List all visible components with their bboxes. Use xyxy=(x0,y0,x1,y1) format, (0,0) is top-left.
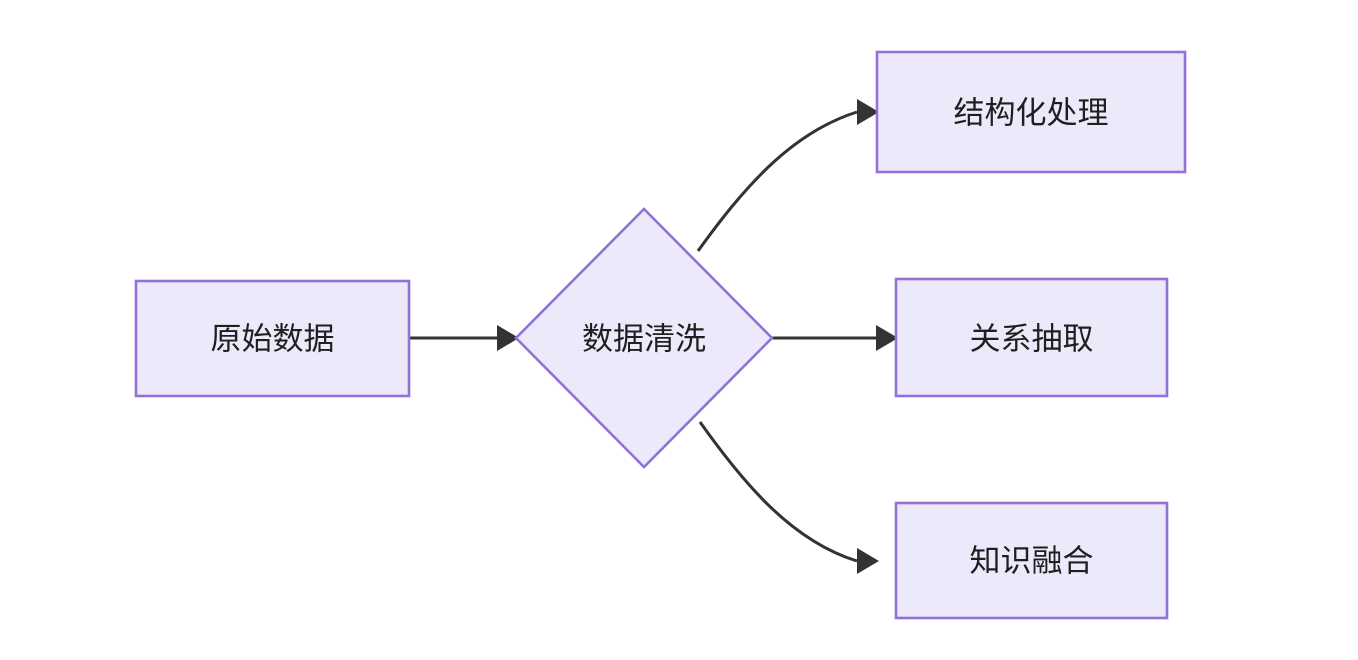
edge-data-cleaning-to-relation-extraction xyxy=(772,325,898,351)
edge-data-cleaning-to-structured-processing xyxy=(696,99,879,252)
node-structured-processing-shape[interactable] xyxy=(875,50,1187,174)
node-layer: 原始数据 数据清洗 结构化处理 关系抽取 知识融合 xyxy=(134,50,1187,620)
node-structured-processing[interactable]: 结构化处理 xyxy=(875,50,1187,174)
node-data-cleaning-label: 数据清洗 xyxy=(582,322,706,357)
node-structured-processing-label: 结构化处理 xyxy=(954,96,1109,131)
node-relation-extraction-shape[interactable] xyxy=(894,277,1169,398)
edge-data-cleaning-to-structured-processing-line xyxy=(696,110,858,252)
edge-data-cleaning-to-structured-processing-arrowhead xyxy=(857,99,879,125)
edge-raw-data-to-data-cleaning xyxy=(409,325,519,351)
node-relation-extraction-label: 关系抽取 xyxy=(970,322,1094,357)
node-raw-data-shape[interactable] xyxy=(134,279,411,398)
node-knowledge-fusion-label: 知识融合 xyxy=(970,544,1094,579)
node-data-cleaning[interactable]: 数据清洗 xyxy=(514,207,774,469)
edge-data-cleaning-to-relation-extraction-arrowhead xyxy=(876,325,898,351)
node-relation-extraction[interactable]: 关系抽取 xyxy=(894,277,1169,398)
node-knowledge-fusion-shape[interactable] xyxy=(894,501,1169,620)
node-data-cleaning-shape[interactable] xyxy=(514,207,774,469)
node-raw-data-label: 原始数据 xyxy=(211,322,335,357)
node-raw-data[interactable]: 原始数据 xyxy=(134,279,411,398)
edge-data-cleaning-to-knowledge-fusion-line xyxy=(698,421,858,563)
edge-layer xyxy=(409,99,898,574)
edge-raw-data-to-data-cleaning-arrowhead xyxy=(497,325,519,351)
edge-data-cleaning-to-knowledge-fusion-arrowhead xyxy=(857,548,879,574)
edge-data-cleaning-to-knowledge-fusion xyxy=(698,421,879,574)
node-knowledge-fusion[interactable]: 知识融合 xyxy=(894,501,1169,620)
